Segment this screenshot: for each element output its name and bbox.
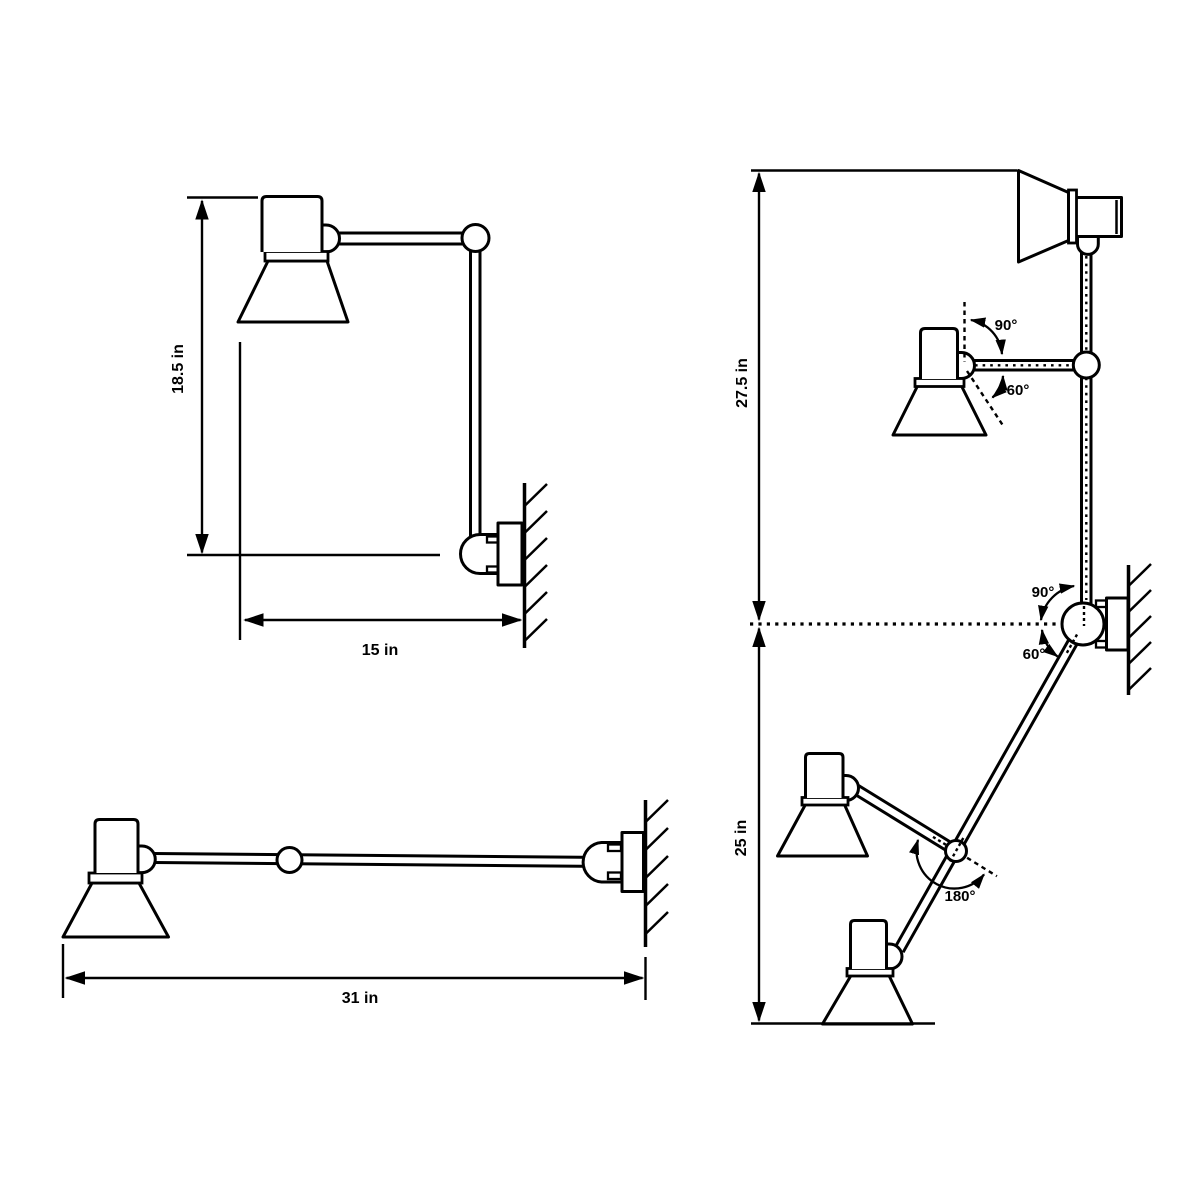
arm-swing-down-arc <box>1038 628 1059 658</box>
wall-plate <box>1105 596 1130 652</box>
upper-low-lamp-head <box>776 752 869 858</box>
above-wall-dimension: 27.5 in <box>734 169 1017 622</box>
wall-joint <box>1060 596 1130 655</box>
reach-dimension-label: 31 in <box>342 990 378 1007</box>
head-body <box>849 919 888 969</box>
vertical-arm <box>1080 250 1093 612</box>
upper-arm <box>338 231 482 545</box>
head-body <box>804 752 845 798</box>
lamp-head <box>61 818 170 939</box>
head-tilt-down-arc <box>991 374 1008 399</box>
head-knuckle <box>1076 237 1100 256</box>
head-shade-cone <box>1017 169 1070 264</box>
below-wall-dimension: 25 in <box>733 626 935 1025</box>
elbow-swing-angle-label: 180° <box>944 888 975 905</box>
head-knuckle <box>138 844 157 875</box>
head-shade-cone <box>821 974 914 1026</box>
articulation-view: 90° 60° 180° <box>733 169 1152 1026</box>
arm <box>153 852 611 868</box>
wall-bracket <box>581 831 645 893</box>
bracket-tab <box>606 843 623 853</box>
head-body <box>260 195 324 252</box>
head-knuckle <box>322 223 341 254</box>
lamp-head <box>236 195 350 324</box>
head-shade-cone <box>61 881 170 939</box>
wall <box>643 799 669 1000</box>
below-wall-dimension-label: 25 in <box>733 820 750 856</box>
head-tilt-down-angle-label: 60° <box>1007 382 1030 399</box>
head-body <box>919 327 959 379</box>
head-collar <box>845 967 895 978</box>
horizontal-forearm <box>970 359 1086 372</box>
extended-view: 31 in <box>61 799 669 1007</box>
joint-diagonal-dashed <box>1065 633 1079 655</box>
arm-swing-up-arc <box>1038 583 1076 622</box>
head-knuckle <box>886 942 904 971</box>
wall-plate <box>496 521 524 587</box>
wall-bracket <box>459 521 524 587</box>
elbow-joint <box>460 223 491 253</box>
head-knuckle <box>958 351 976 380</box>
folded-forearm <box>848 781 960 857</box>
arm-swing-down-angle-label: 60° <box>1023 646 1046 663</box>
bottom-lamp-head <box>821 919 914 1026</box>
middle-lamp-head <box>891 327 988 437</box>
folded-view: 18.5 in 15 in <box>170 195 548 659</box>
head-shade-cone <box>236 259 350 324</box>
head-diagonal-dashed <box>965 370 1005 427</box>
head-tilt-up-angle-label: 90° <box>995 317 1018 334</box>
head-shade-cone <box>776 802 869 858</box>
wall <box>522 483 548 648</box>
elbow-joint <box>275 846 304 874</box>
above-wall-dimension-label: 27.5 in <box>734 358 751 408</box>
elbow-swing-arc <box>909 838 985 890</box>
head-collar <box>87 871 144 885</box>
head-body <box>93 818 140 873</box>
bracket-hinge <box>459 533 498 575</box>
arm-swing-up-angle-label: 90° <box>1032 584 1055 601</box>
reach-dimension: 31 in <box>61 944 645 1007</box>
depth-dimension: 15 in <box>238 342 523 659</box>
head-tilt-up-arc <box>969 317 1006 356</box>
upper-elbow-joint <box>1071 350 1101 380</box>
wall <box>1126 563 1152 695</box>
height-dimension-label: 18.5 in <box>170 344 187 394</box>
wall-plate <box>620 831 645 893</box>
top-lamp-head <box>1017 169 1123 264</box>
head-collar <box>800 796 850 807</box>
height-dimension: 18.5 in <box>170 196 440 557</box>
diagonal-arm <box>893 620 1089 954</box>
bracket-tab <box>606 871 623 881</box>
head-body <box>1074 196 1123 238</box>
forearm-extension-dashed <box>966 856 998 878</box>
head-shade-cone <box>891 384 988 437</box>
head-collar <box>913 377 966 388</box>
depth-dimension-label: 15 in <box>362 642 398 659</box>
head-collar <box>263 250 330 263</box>
